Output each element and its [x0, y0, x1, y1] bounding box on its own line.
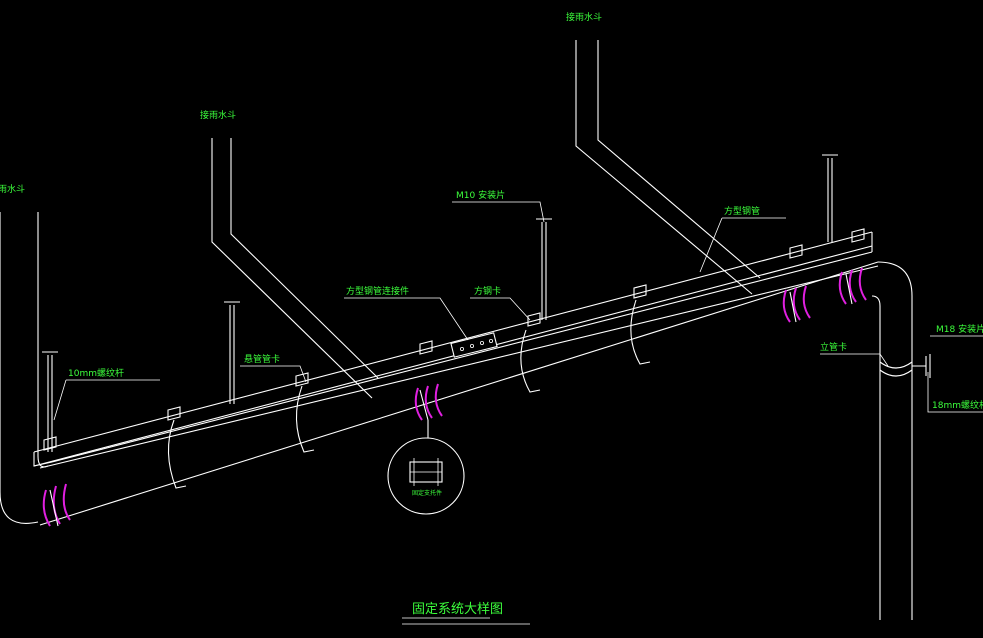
label-riser-clamp: 立管卡: [820, 341, 847, 353]
label-square-steel: 方型钢管: [724, 205, 760, 217]
leader-lines: [53, 201, 983, 625]
label-rain-hopper-left: 雨水斗: [0, 183, 25, 195]
pipe-hangers: [167, 299, 651, 489]
detail-bubble: [387, 420, 465, 515]
riser-anchor: [912, 354, 931, 378]
label-detail-text: 固定支托件: [412, 489, 442, 497]
label-m10-anchor: M10 安装片: [456, 189, 505, 201]
magenta-clamps: [42, 267, 867, 527]
label-rod-10mm: 10mm螺纹杆: [68, 367, 124, 379]
main-pipe: [39, 261, 879, 526]
riser-pipe: [871, 261, 913, 620]
label-rod-18mm: 18mm螺纹杆: [932, 399, 983, 411]
square-steel-beam: [33, 231, 873, 467]
label-pipe-clamp: 悬管管卡: [244, 353, 280, 365]
drawing-labels: 雨水斗 接雨水斗 接雨水斗 M10 安装片 方型钢管 方型钢管连接件 方钢卡 1…: [0, 11, 983, 617]
middle-downpipe: [211, 138, 379, 399]
beam-clips: [43, 228, 865, 451]
label-m18-anchor: M18 安装片: [936, 323, 983, 335]
drawing-title: 固定系统大样图: [412, 602, 503, 617]
hanger-rods: [42, 154, 838, 452]
label-square-steel-connector: 方型钢管连接件: [346, 285, 409, 297]
right-downpipe: [575, 40, 761, 295]
label-rain-hopper-middle: 接雨水斗: [200, 109, 236, 121]
label-square-clamp: 方钢卡: [474, 285, 501, 297]
label-rain-hopper-right: 接雨水斗: [566, 11, 602, 23]
